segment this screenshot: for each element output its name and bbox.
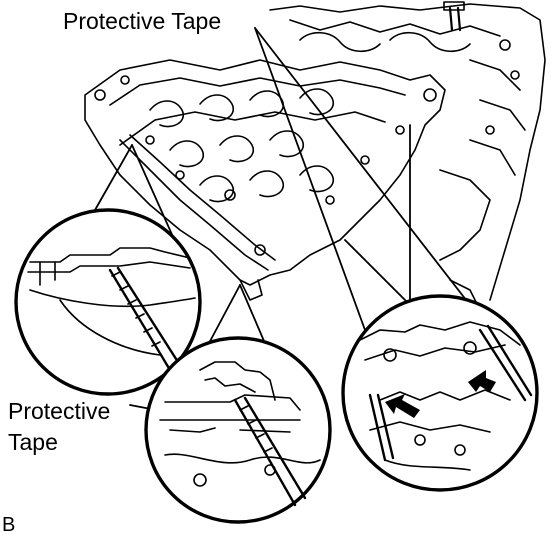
engine-block [269, 1, 546, 311]
corner-code-label: B [2, 514, 16, 536]
detail-circle-right [341, 294, 539, 492]
protective-tape-label-top: Protective Tape [63, 8, 222, 34]
protective-tape-label-left-line1: Protective [8, 398, 111, 424]
cylinder-head [84, 59, 446, 301]
protective-tape-label-left-line2: Tape [8, 429, 58, 455]
detail-circle-bottom [144, 336, 332, 524]
arrow-icon [385, 370, 496, 418]
detail-circle-left [14, 208, 202, 396]
